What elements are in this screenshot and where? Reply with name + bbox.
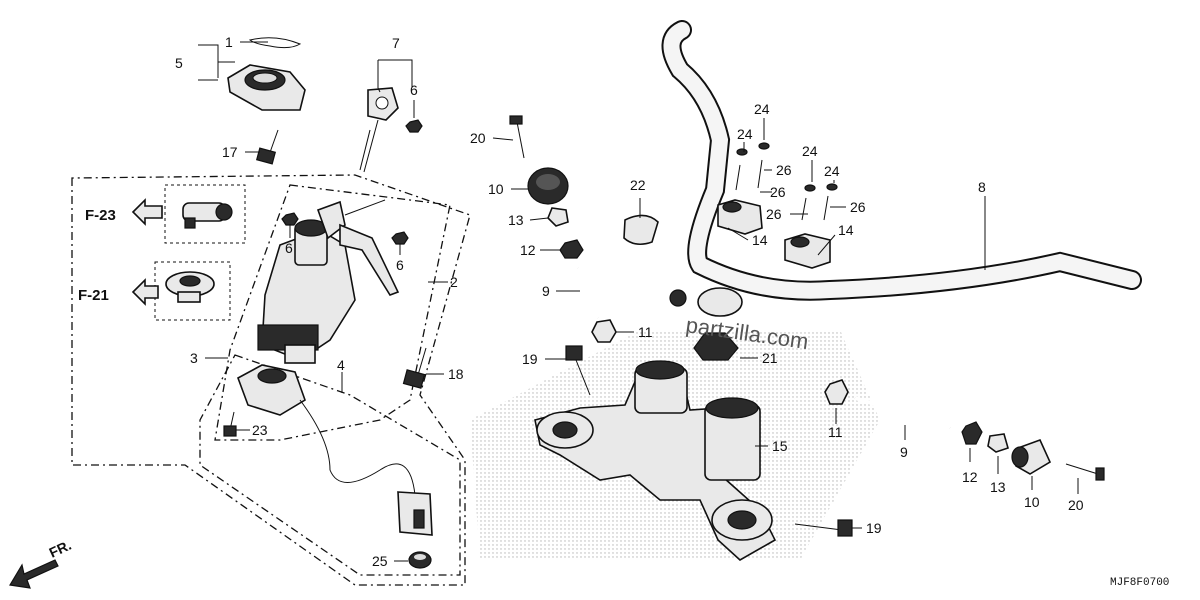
callout-11-left[interactable]: 11	[638, 324, 653, 340]
nut-11-left	[591, 319, 617, 343]
bolt-19-upper	[565, 345, 591, 396]
clamp-22-part	[623, 214, 659, 246]
callout-6-top[interactable]: 6	[410, 82, 418, 98]
callout-14-right[interactable]: 14	[838, 222, 854, 238]
callout-15[interactable]: 15	[772, 438, 788, 454]
callout-6-left[interactable]: 6	[285, 240, 293, 256]
callout-26-c[interactable]: 26	[766, 206, 782, 222]
svg-text:FR.: FR.	[47, 537, 74, 561]
callout-1[interactable]: 1	[225, 34, 233, 50]
callout-4[interactable]: 4	[337, 357, 345, 373]
f21-arrow[interactable]: F-21	[78, 278, 159, 306]
callout-18[interactable]: 18	[448, 366, 464, 382]
handlebar-part	[661, 20, 1142, 301]
callout-19-upper[interactable]: 19	[522, 351, 538, 367]
callout-11-right[interactable]: 11	[828, 424, 843, 440]
nut-21-part	[669, 287, 743, 361]
nut-11-right	[824, 379, 849, 405]
nut-6-top	[405, 119, 423, 133]
circlip-part	[248, 37, 302, 49]
leader-lines	[198, 41, 1079, 562]
screw-23-part	[223, 411, 237, 437]
washer-12-left	[559, 239, 584, 259]
callout-12-left[interactable]: 12	[520, 242, 536, 258]
top-bridge-part	[534, 360, 777, 561]
shaft-9-right	[854, 396, 951, 430]
callout-labels: 1 5 17 7 6 6 6 2 3 4 18 23 25 20 10 13 1…	[175, 34, 1084, 569]
callout-23[interactable]: 23	[252, 422, 268, 438]
callout-20-left[interactable]: 20	[470, 130, 486, 146]
bolt-18-part	[402, 347, 427, 389]
upper-holder-left	[717, 199, 763, 235]
callout-8[interactable]: 8	[978, 179, 986, 195]
nut-6-right	[391, 231, 409, 245]
f23-ref-label: F-23	[85, 207, 116, 224]
bolt-20-right-part	[1065, 463, 1105, 481]
callout-22[interactable]: 22	[630, 177, 646, 193]
callout-24-c[interactable]: 24	[802, 143, 818, 159]
switch-harness-part	[237, 364, 433, 536]
callout-24-b[interactable]: 24	[737, 126, 753, 142]
callout-24-a[interactable]: 24	[754, 101, 770, 117]
callout-26-d[interactable]: 26	[850, 199, 866, 215]
washers-24	[736, 142, 838, 192]
callout-25[interactable]: 25	[372, 553, 388, 569]
bolt-17-part	[255, 129, 279, 165]
callout-10-right[interactable]: 10	[1024, 494, 1040, 510]
bar-end-weight-right	[1011, 438, 1052, 475]
callout-2[interactable]: 2	[450, 274, 458, 290]
callout-21[interactable]: 21	[762, 350, 778, 366]
callout-24-d[interactable]: 24	[824, 163, 840, 179]
shaft-9-left	[576, 267, 600, 319]
key-cylinder-part	[182, 202, 233, 229]
callout-7[interactable]: 7	[392, 35, 400, 51]
callout-5[interactable]: 5	[175, 55, 183, 71]
bar-end-weight-left	[527, 167, 569, 205]
callout-14-left[interactable]: 14	[752, 232, 768, 248]
harness-outline	[199, 354, 461, 576]
f23-ref-box	[164, 184, 246, 244]
callout-9-right[interactable]: 9	[900, 444, 908, 460]
collar-13-right	[987, 433, 1009, 453]
front-direction-indicator: FR.	[9, 537, 74, 589]
callout-26-b[interactable]: 26	[770, 184, 786, 200]
bolt-19-lower	[794, 519, 853, 537]
callout-13-right[interactable]: 13	[990, 479, 1006, 495]
callout-17[interactable]: 17	[222, 144, 238, 160]
callout-12-right[interactable]: 12	[962, 469, 978, 485]
callout-19-lower[interactable]: 19	[866, 520, 882, 536]
bolts-26	[735, 159, 829, 221]
clip-25-part	[408, 551, 432, 569]
seat-lock-part	[165, 271, 215, 303]
callout-3[interactable]: 3	[190, 350, 198, 366]
collar-13-left	[547, 207, 569, 227]
ignition-switch-part	[257, 199, 400, 364]
key-part	[359, 87, 399, 173]
outer-assembly-outline	[71, 174, 471, 586]
callout-6-right[interactable]: 6	[396, 257, 404, 273]
callout-13-left[interactable]: 13	[508, 212, 524, 228]
f23-arrow[interactable]: F-23	[85, 198, 163, 226]
upper-holder-right	[784, 233, 831, 269]
bolt-20-left-part	[509, 115, 525, 159]
switch-cover-part	[227, 64, 306, 111]
diagram-code: MJF8F0700	[1110, 577, 1169, 589]
callout-26-a[interactable]: 26	[776, 162, 792, 178]
washer-12-right	[961, 421, 983, 445]
callout-10-left[interactable]: 10	[488, 181, 504, 197]
callout-20-right[interactable]: 20	[1068, 497, 1084, 513]
nut-6-left	[281, 212, 299, 226]
f21-ref-label: F-21	[78, 287, 109, 304]
callout-9-left[interactable]: 9	[542, 283, 550, 299]
